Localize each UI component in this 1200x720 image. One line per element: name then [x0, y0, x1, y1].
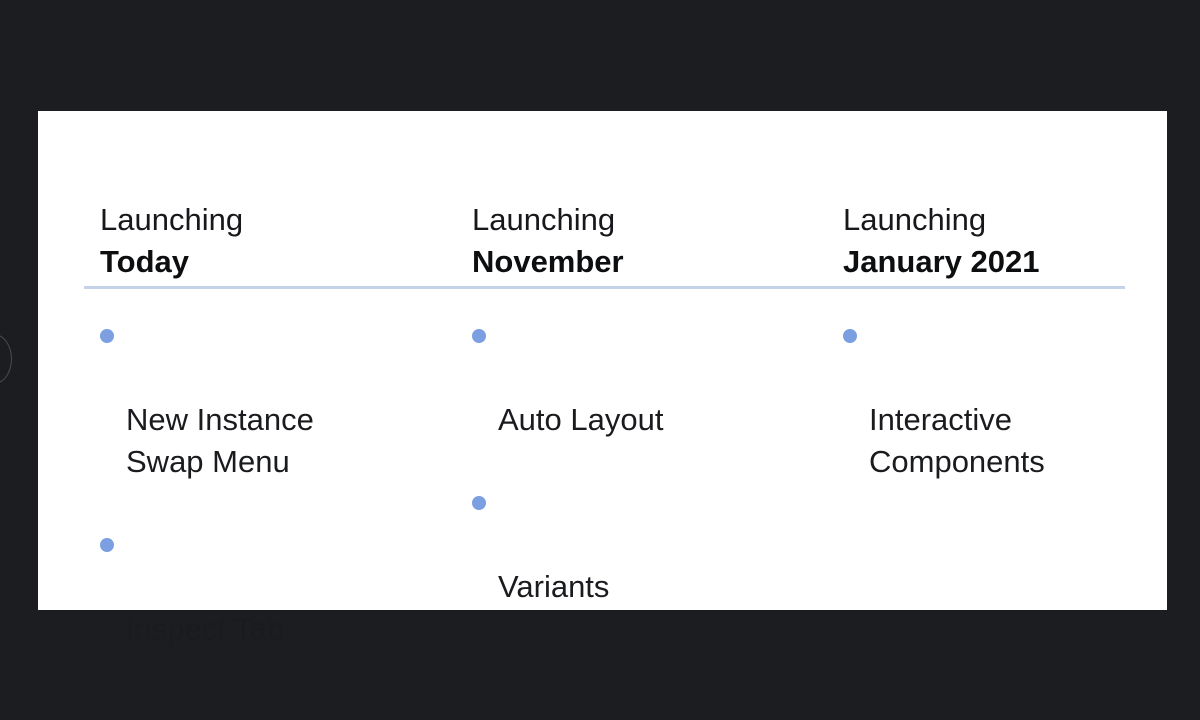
- column-heading: November: [472, 244, 624, 279]
- header-divider: [84, 286, 1125, 289]
- column-header: Launching Today: [100, 199, 440, 285]
- feature-label: New Instance Swap Menu: [126, 402, 314, 479]
- bullet-dot-icon: [843, 329, 857, 343]
- feature-item: Variants: [472, 482, 798, 608]
- column-header: Launching January 2021: [843, 199, 1183, 285]
- slide: Launching Today New Instance Swap Menu I…: [38, 111, 1167, 646]
- bullet-dot-icon: [472, 329, 486, 343]
- column-header: Launching November: [472, 199, 812, 285]
- column-november: Launching November Auto Layout Variants: [472, 199, 812, 604]
- bullet-dot-icon: [100, 538, 114, 552]
- feature-list: Interactive Components: [843, 315, 1169, 524]
- feature-list: New Instance Swap Menu Inspect Tab: [100, 315, 426, 691]
- feature-item: Interactive Components: [843, 315, 1169, 483]
- column-eyebrow: Launching: [100, 202, 244, 237]
- feature-label: Auto Layout: [498, 402, 664, 437]
- bullet-dot-icon: [100, 329, 114, 343]
- feature-list: Auto Layout Variants: [472, 315, 798, 649]
- feature-item: New Instance Swap Menu: [100, 315, 426, 483]
- feature-label: Inspect Tab: [126, 611, 284, 646]
- column-today: Launching Today New Instance Swap Menu I…: [100, 199, 440, 646]
- column-eyebrow: Launching: [843, 202, 987, 237]
- column-january-2021: Launching January 2021 Interactive Compo…: [843, 199, 1183, 479]
- column-heading: Today: [100, 244, 189, 279]
- previous-slide-control[interactable]: [0, 334, 12, 384]
- column-heading: January 2021: [843, 244, 1040, 279]
- feature-item: Inspect Tab: [100, 524, 426, 650]
- feature-label: Interactive Components: [869, 402, 1045, 479]
- bullet-dot-icon: [472, 496, 486, 510]
- feature-label: Variants: [498, 569, 610, 604]
- column-eyebrow: Launching: [472, 202, 616, 237]
- feature-item: Auto Layout: [472, 315, 798, 441]
